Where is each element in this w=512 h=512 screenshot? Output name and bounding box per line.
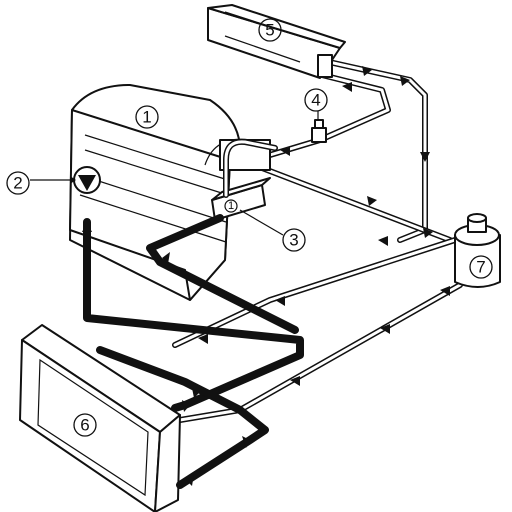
leader-thermostat — [239, 209, 284, 236]
label-heater: 5 — [265, 21, 274, 40]
engine-block — [69, 84, 263, 301]
thermostat-housing — [211, 138, 278, 221]
label-tank-circle — [469, 255, 493, 279]
water-pump — [73, 166, 101, 194]
radiator — [19, 324, 181, 512]
label-valve-circle — [304, 88, 328, 112]
label-valve: 4 — [311, 91, 320, 110]
thermostat-symbol — [224, 199, 238, 213]
label-thermostat: 3 — [289, 231, 298, 250]
label-heater-circle — [258, 18, 282, 42]
label-pump: 2 — [13, 174, 22, 193]
label-pump-circle — [6, 171, 30, 195]
label-radiator-circle — [73, 413, 97, 437]
label-engine-circle — [135, 105, 159, 129]
label-engine: 1 — [142, 108, 151, 127]
label-tank: 7 — [476, 258, 485, 277]
label-thermostat-circle — [282, 228, 306, 252]
label-radiator: 6 — [80, 416, 89, 435]
flow-arrows-thin — [198, 66, 450, 386]
heater-valve — [311, 119, 327, 143]
flow-arrows-bold — [82, 222, 250, 486]
label-thermostat-inner: 1 — [228, 200, 234, 212]
heater-core — [207, 4, 346, 79]
